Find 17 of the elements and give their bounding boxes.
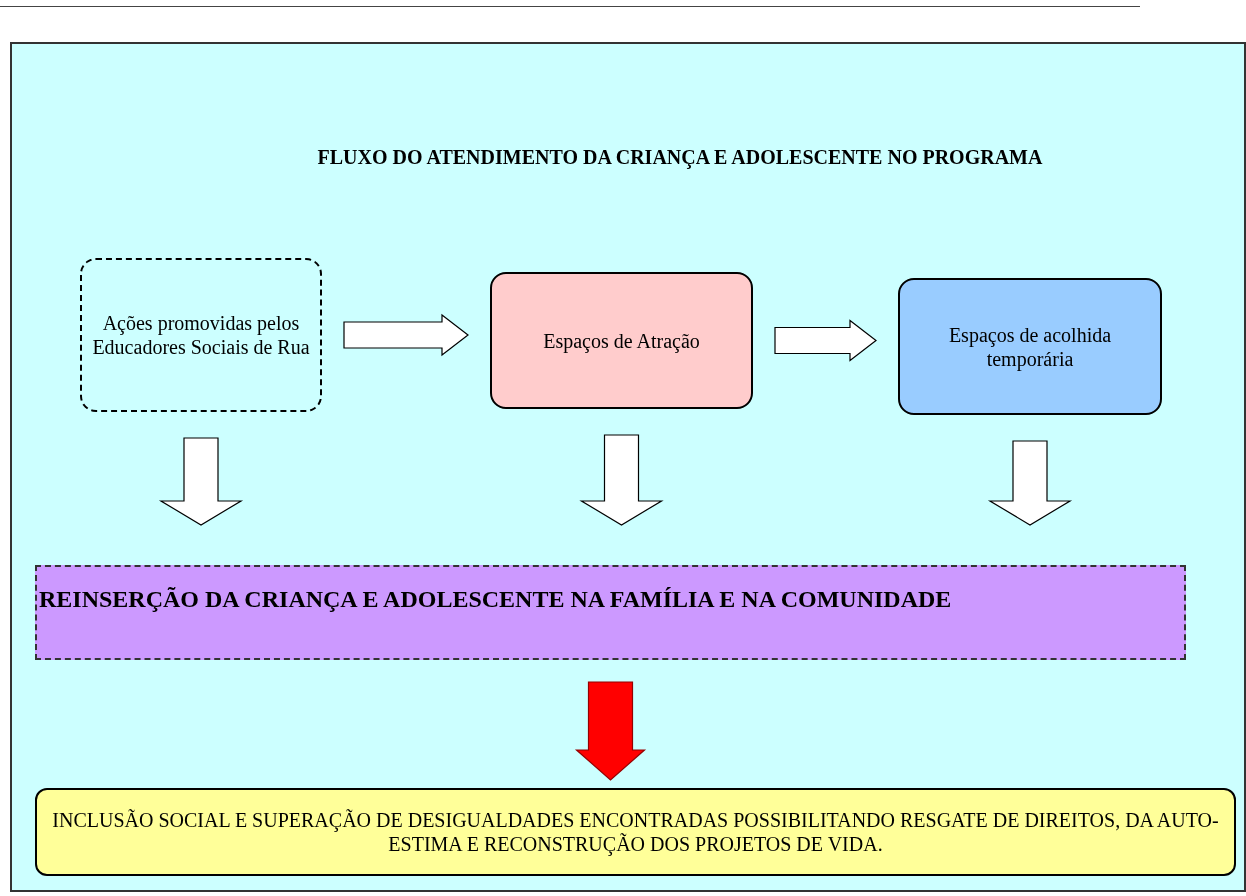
outcome-band xyxy=(35,565,1186,660)
block-arrow xyxy=(774,319,877,362)
diagram-title: FLUXO DO ATENDIMENTO DA CRIANÇA E ADOLESCENTE NO PROGRAMA xyxy=(316,146,1044,169)
block-arrow xyxy=(579,434,664,526)
node-text: REINSERÇÃO DA CRIANÇA E ADOLESCENTE NA FAMÍLIA E NA COMUNIDADE xyxy=(39,585,952,614)
node-text: Espaços de acolhida temporária xyxy=(947,322,1113,371)
node-text: Ações promovidas pelos Educadores Sociais de Rua xyxy=(92,311,310,359)
block-arrow xyxy=(343,313,469,357)
action-box xyxy=(80,258,322,412)
block-arrow xyxy=(158,437,244,526)
node-text: INCLUSÃO SOCIAL E SUPERAÇÃO DE DESIGUALDADES ENCONTRADAS POSSIBILITANDO RESGATE DE DIREITOS, DA AUTO-ESTIMA E RECONSTRUÇÃO DOS PROJETOS DE VIDA. xyxy=(51,808,1220,856)
process-box xyxy=(898,278,1162,415)
block-arrow xyxy=(987,440,1073,526)
block-arrow xyxy=(574,681,647,781)
process-box xyxy=(490,272,753,409)
result-box xyxy=(35,788,1236,876)
node-text: Espaços de Atração xyxy=(543,328,700,353)
